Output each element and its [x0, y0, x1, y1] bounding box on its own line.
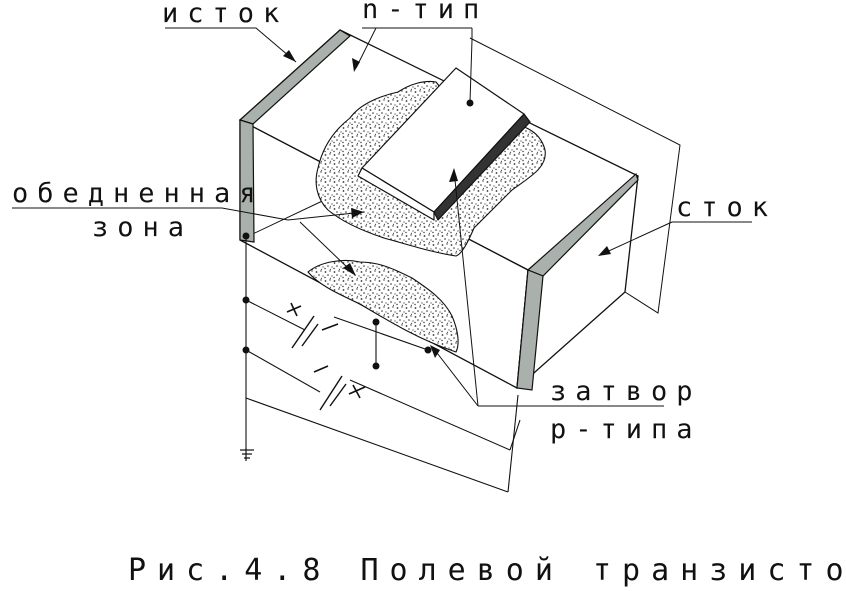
drain-label: сток: [676, 192, 777, 223]
drain-return-wire: [245, 397, 509, 493]
drain-contact-front: [516, 269, 544, 391]
back-bottom-line: [239, 194, 336, 241]
external-circuit: [245, 236, 521, 493]
batteries: [291, 315, 347, 411]
plus-sign-1-v: [290, 302, 298, 317]
gate-right-edge: [433, 113, 531, 221]
source-arrowhead: [283, 50, 296, 62]
gate-label-line1: затвор: [550, 376, 702, 407]
drain-arrowhead: [598, 246, 611, 256]
ntype-dot-leader: [469, 28, 473, 103]
drain-supply-wire-2: [333, 316, 429, 351]
gate-return-riser: [509, 419, 521, 451]
minus-sign-2: [313, 365, 329, 373]
gate-arrowhead: [449, 168, 458, 182]
source-label: исток: [162, 0, 288, 29]
node-source: [242, 232, 250, 240]
gate-supply-wire: [245, 349, 321, 393]
node-gate-contact: [424, 346, 432, 354]
plus-sign-2-v: [352, 384, 361, 399]
drain-return-riser: [507, 394, 519, 493]
source-leader: [165, 27, 297, 63]
battery-1-short-plate: [301, 323, 319, 347]
drain-arrow-line: [599, 221, 673, 256]
back-frame-line: [469, 37, 681, 314]
depletion-arrowhead: [351, 208, 364, 218]
ntype-arrowhead: [352, 58, 360, 72]
arrowheads: [283, 50, 611, 358]
gate-label-line2: p-типа: [550, 414, 702, 445]
depletion-bottom-arrowhead: [343, 263, 356, 276]
node-drain-supply: [242, 296, 250, 304]
hidden-edges: [239, 37, 681, 314]
gate-front-face: [357, 167, 435, 221]
ground-icon: [240, 448, 254, 461]
node-gate-link-bottom: [372, 362, 380, 370]
ntype-dot: [466, 99, 474, 107]
ntype-label: n-тип: [362, 0, 488, 25]
depletion-leader: [12, 207, 365, 221]
figure-caption: Рис.4.8 Полевой транзистор Шокли: [128, 553, 846, 588]
node-gate-supply: [242, 346, 250, 354]
minus-sign-1: [321, 323, 339, 331]
ntype-leader-down: [355, 27, 377, 69]
depletion-zone-bottom: [307, 259, 459, 353]
gate-leader-a: [453, 169, 479, 407]
plus-sign-2-h: [348, 386, 366, 395]
gate-bottom-arrowhead: [430, 345, 440, 358]
gate-supply-wire-2: [349, 379, 511, 451]
battery-signs: [286, 302, 366, 399]
node-gate-link-top: [372, 318, 380, 326]
depletion-label-line1: обедненная: [12, 178, 265, 209]
pointer-dots: [466, 99, 474, 107]
depletion-bottom-leader: [299, 221, 351, 271]
depletion-label-line2: зона: [92, 212, 193, 243]
circuit-nodes: [242, 232, 432, 370]
battery-2-long-plate: [319, 375, 343, 411]
gate-block: [357, 67, 531, 221]
leader-lines: [12, 27, 752, 407]
drain-supply-wire: [245, 299, 306, 331]
battery-1-long-plate: [291, 315, 315, 349]
gate-leader-b: [433, 348, 479, 407]
battery-2-short-plate: [329, 383, 347, 407]
